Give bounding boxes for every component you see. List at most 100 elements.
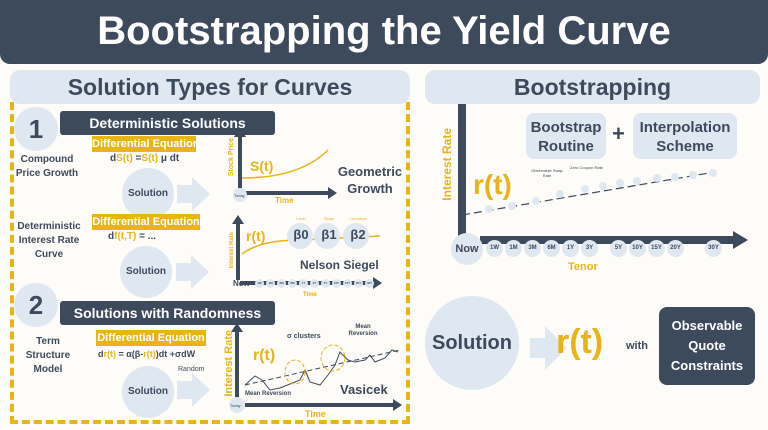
page-title: Bootstrapping the Yield Curve [0, 0, 768, 64]
note-swap-rate: Observable Swap Rate [531, 168, 563, 178]
bootstrap-curve-label: r(t) [473, 169, 512, 200]
constraints-box: Observable Quote Constraints [659, 307, 755, 385]
tenor-tick: 1W [486, 240, 503, 257]
eq-part: d [110, 153, 117, 164]
row1-name: Geometric Growth [337, 164, 403, 196]
row2-ylabel: Interest Rate [229, 232, 235, 269]
row1-ylabel: Stock Price [228, 138, 235, 177]
row3-name: Vasicek [340, 382, 388, 397]
interpolation-box: Interpolation Scheme [633, 113, 737, 159]
eq-part: S(t) [141, 153, 159, 164]
tenor-tick: 6M [543, 240, 560, 257]
param-label: Slope [323, 216, 335, 221]
row2-de-label: Differential Equation [92, 214, 200, 230]
ns-param: Curvature β2 [344, 216, 372, 242]
row1-solution-circle: Solution [122, 168, 174, 220]
curve-point [653, 174, 661, 182]
param-label: Level [296, 216, 306, 221]
row1-curve-label: S(t) [250, 158, 274, 174]
arrows [176, 177, 567, 407]
param-symbol: β0 [293, 227, 309, 242]
eq-part: d [108, 231, 115, 242]
ns-tick: 6M [288, 279, 297, 288]
tenor-tick: 15Y [648, 240, 665, 257]
row1-xlabel: Time [275, 196, 294, 205]
tenor-tick: 20Y [667, 240, 684, 257]
solution-circle: Solution [425, 296, 519, 390]
row1-label: Compound Price Growth [15, 154, 79, 179]
param-label: Curvature [349, 216, 367, 221]
eq-part: = α(β- [116, 349, 144, 359]
curve-point [556, 190, 564, 198]
ns-tick: 1W [255, 279, 264, 288]
eq-part: = ... [136, 231, 157, 242]
mean-reversion-bottom: Mean Reversion [245, 391, 292, 397]
curve-point [633, 177, 641, 185]
row3-curve-label: r(t) [253, 347, 276, 364]
bootstrap-routine-box: Bootstrap Routine [526, 113, 606, 159]
curve-point [599, 182, 607, 190]
curve-point [485, 205, 493, 213]
eq-part: S(t) [116, 153, 133, 164]
eq-part: )dt +σdW [155, 349, 196, 359]
curve-point [532, 197, 540, 205]
curve-point [581, 185, 589, 193]
bootstrap-ylabel: Interest Rate [440, 128, 454, 201]
tenor-tick: 30Y [705, 240, 722, 257]
bootstrap-curve [461, 171, 716, 216]
row2-solution-circle: Solution [120, 246, 172, 298]
bootstrap-xlabel: Tenor [568, 261, 598, 273]
row3-ylabel: Interest Rate [223, 330, 235, 397]
row2-label: Deterministic Interest Rate Curve [17, 221, 81, 260]
eq-part: = [132, 153, 142, 164]
row1-de-label: Differential Equation [92, 136, 200, 152]
ns-tick: 20Y [354, 279, 363, 288]
ns-tick: 30Y [365, 279, 374, 288]
vasicek-mean [244, 349, 401, 386]
ns-param: Level β0 [287, 216, 315, 242]
row2-name: Nelson Siegel [300, 258, 379, 272]
row3-equation: dr(t) = α(β-r(t))dt +σdW [98, 348, 195, 360]
tenor-tick: 3M [524, 240, 541, 257]
random-note: Random [178, 366, 205, 373]
row3-label: Term Structure Model [25, 336, 71, 375]
section2-title: Solutions with Randomness [60, 301, 275, 325]
ns-tick: 5Y [321, 279, 330, 288]
arrow-icon [177, 177, 210, 211]
row1-origin: Today [234, 193, 245, 198]
row3-de-label: Differential Equation [96, 330, 206, 346]
eq-part: r(t) [143, 349, 156, 359]
ns-tick: 15Y [343, 279, 352, 288]
param-symbol: β1 [321, 227, 337, 242]
with-label: with [626, 340, 648, 352]
param-symbol: β2 [350, 227, 366, 242]
curve-point [508, 202, 516, 210]
row1-equation: dS(t) =S(t) μ dt [110, 153, 179, 165]
eq-part: μ dt [158, 153, 180, 164]
curve-point [616, 179, 624, 187]
left-header: Solution Types for Curves [10, 70, 410, 104]
eq-part: r(t) [103, 349, 117, 359]
row2-equation: df(t,T) = ... [108, 231, 156, 243]
row2-curve-label: r(t) [246, 228, 266, 244]
note-zero-coupon: Zero Coupon Rate [570, 165, 603, 170]
ns-tick: 1Y [299, 279, 308, 288]
row2-origin: Now [233, 279, 250, 288]
solution-curve-label: r(t) [556, 323, 604, 361]
right-header: Bootstrapping [425, 70, 760, 104]
mean-reversion-top: Mean Reversion [348, 324, 378, 337]
plus-sign: + [612, 121, 625, 146]
tenor-tick: 5Y [610, 240, 627, 257]
tenor-tick: 1Y [562, 240, 579, 257]
eq-part: d [98, 349, 104, 359]
section1-number: 1 [14, 107, 58, 151]
ns-tick: 3Y [310, 279, 319, 288]
curve-point [671, 173, 679, 181]
arrow-icon [530, 326, 567, 370]
eq-part: f(t,T) [114, 231, 137, 242]
row3-xlabel: Time [305, 409, 326, 419]
ns-params: Level β0 Slope β1 Curvature β2 [287, 216, 377, 242]
